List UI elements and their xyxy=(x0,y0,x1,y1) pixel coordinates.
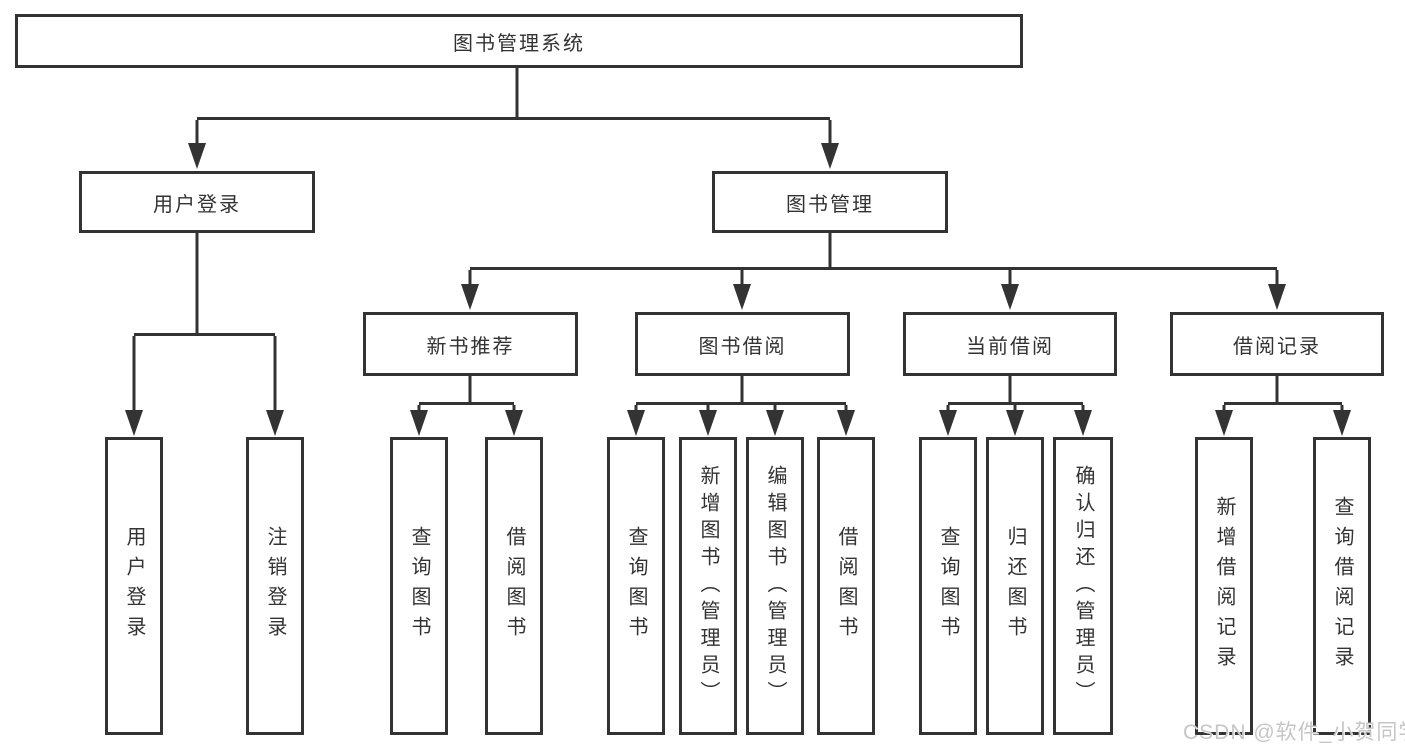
leaf-edit-books-admin: 编辑图书（管理员） xyxy=(746,437,804,735)
node-new-book-recommendation: 新书推荐 xyxy=(363,312,578,376)
node-library-management-system: 图书管理系统 xyxy=(15,14,1023,68)
node-book-borrowing: 图书借阅 xyxy=(635,312,850,376)
leaf-query-books-borrowing: 查询图书 xyxy=(607,437,665,735)
leaf-return-books: 归还图书 xyxy=(986,437,1044,735)
leaf-borrow-books: 借阅图书 xyxy=(817,437,875,735)
leaf-add-borrow-record: 新增借阅记录 xyxy=(1195,437,1253,735)
leaf-logout: 注销登录 xyxy=(246,437,304,735)
leaf-add-books-admin: 新增图书（管理员） xyxy=(679,437,737,735)
leaf-query-borrow-record: 查询借阅记录 xyxy=(1313,437,1371,735)
node-book-management: 图书管理 xyxy=(712,171,948,233)
node-user-login: 用户登录 xyxy=(79,171,315,233)
leaf-user-login: 用户登录 xyxy=(105,437,163,735)
leaf-query-books-current: 查询图书 xyxy=(919,437,977,735)
node-current-borrowing: 当前借阅 xyxy=(903,312,1117,376)
leaf-borrow-books-recommend: 借阅图书 xyxy=(485,437,543,735)
leaf-confirm-return-admin: 确认归还（管理员） xyxy=(1053,437,1113,735)
csdn-watermark: CSDN @软件_小贺同学 xyxy=(1183,721,1405,744)
leaf-query-books-recommend: 查询图书 xyxy=(390,437,448,735)
node-borrowing-records: 借阅记录 xyxy=(1170,312,1384,376)
